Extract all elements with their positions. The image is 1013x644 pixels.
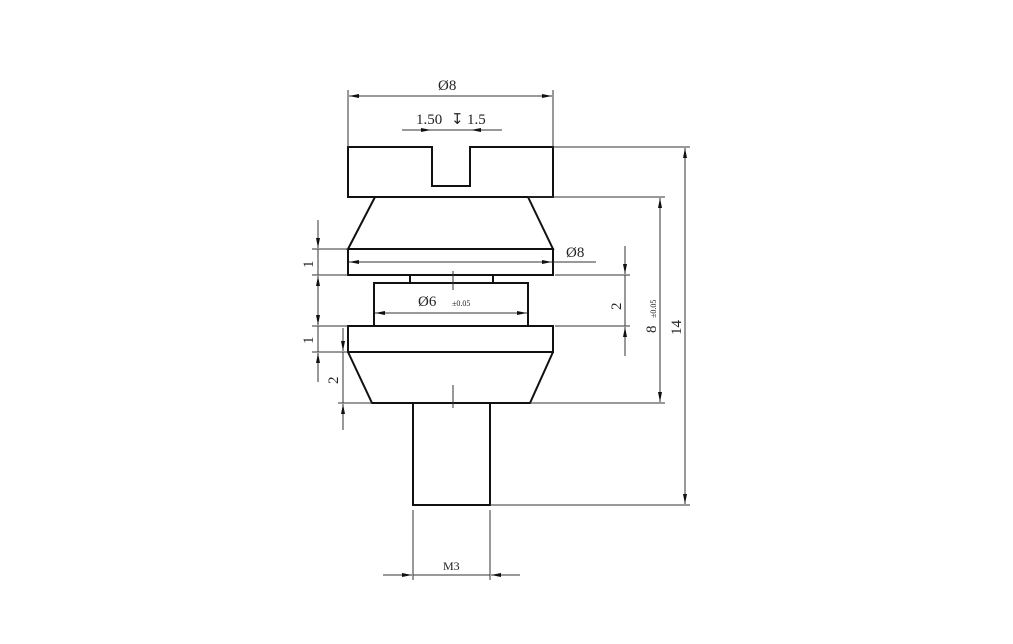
neck	[373, 282, 529, 327]
upper-taper	[346, 196, 555, 250]
part-outline	[346, 146, 555, 506]
dim-flange-diameter: Ø8	[566, 245, 584, 261]
threaded-shaft	[412, 402, 491, 506]
dim-slot-depth: 1.5	[467, 112, 486, 128]
slotted-cap	[347, 146, 554, 198]
dim-slot-width: 1.50	[416, 112, 442, 128]
neck-step	[409, 275, 494, 283]
lower-flange	[347, 325, 554, 353]
dim-lower-taper-height: 2	[326, 377, 342, 385]
dim-thread: M3	[443, 559, 460, 573]
lower-taper	[347, 351, 554, 404]
dim-neck-height: 2	[609, 303, 625, 311]
dim-lower-flange-thickness: 1	[301, 337, 317, 345]
dim-total-height: 14	[669, 320, 685, 336]
dim-body-tolerance: ±0.05	[649, 300, 658, 318]
depth-symbol: ↧	[451, 112, 464, 128]
dimensions: Ø8 1.50 ↧ 1.5 14 8 ±0.05 2 Ø8 Ø6 ±0.05	[301, 78, 690, 580]
dim-upper-flange-thickness: 1	[301, 261, 317, 269]
dim-neck-diameter: Ø6	[418, 294, 437, 310]
dim-neck-tolerance: ±0.05	[452, 299, 470, 308]
dim-top-diameter: Ø8	[438, 78, 456, 94]
dim-body-height: 8	[644, 326, 660, 334]
